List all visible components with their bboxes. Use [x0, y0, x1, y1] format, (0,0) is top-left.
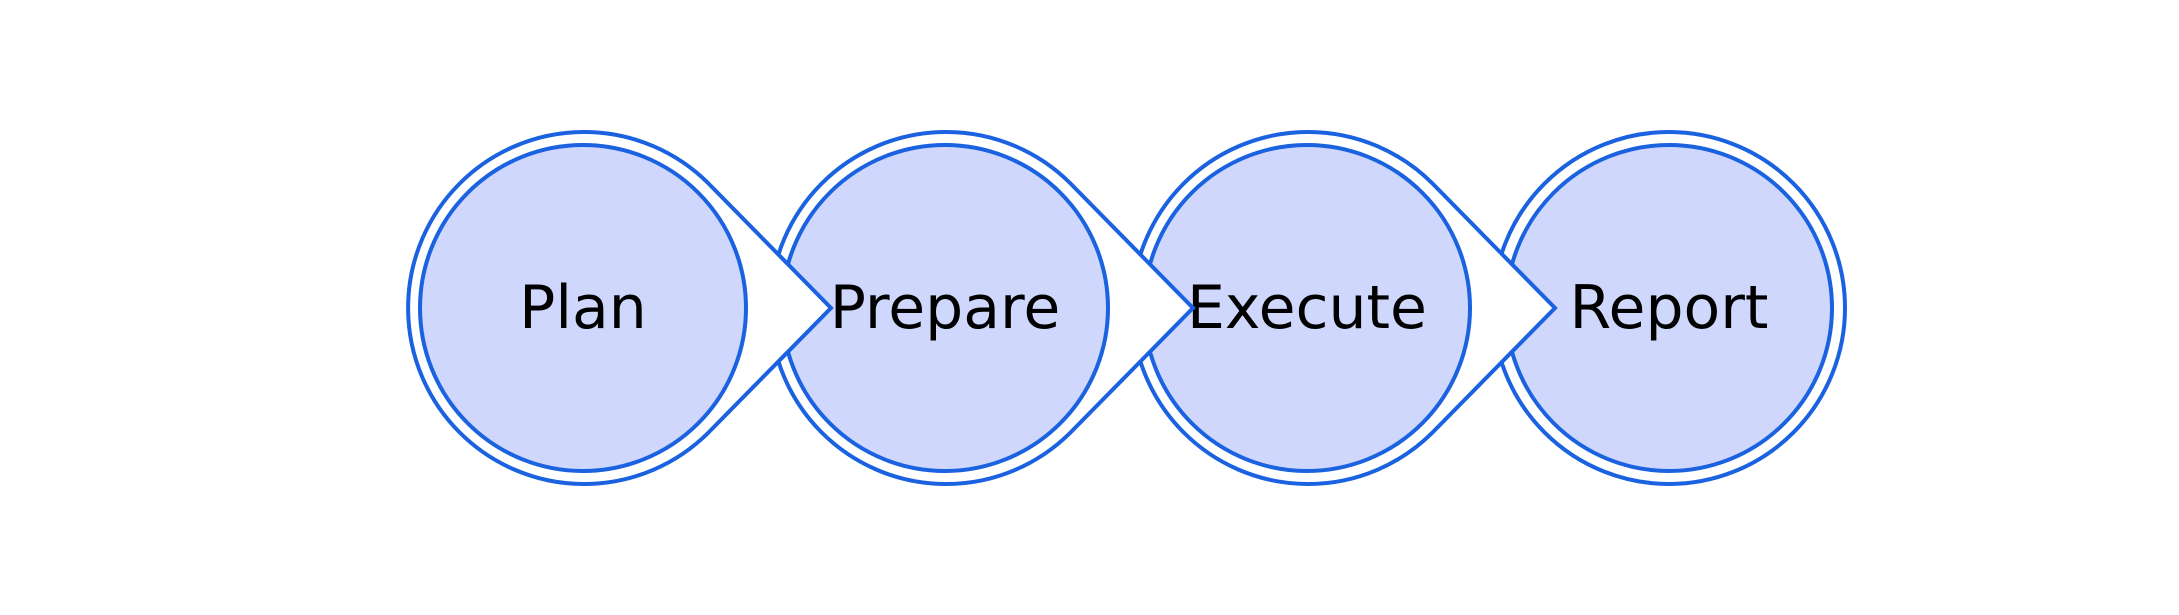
- step-label: Execute: [1187, 273, 1427, 343]
- step-label: Plan: [519, 273, 647, 343]
- step-prepare: Prepare: [768, 130, 1196, 486]
- step-plan: Plan: [406, 130, 834, 486]
- steps-layer: Report Execute Prepare Plan: [406, 130, 1847, 486]
- step-label: Report: [1570, 273, 1769, 343]
- step-report: Report: [1491, 130, 1847, 486]
- step-disc: [418, 143, 748, 473]
- step-label: Prepare: [830, 273, 1061, 343]
